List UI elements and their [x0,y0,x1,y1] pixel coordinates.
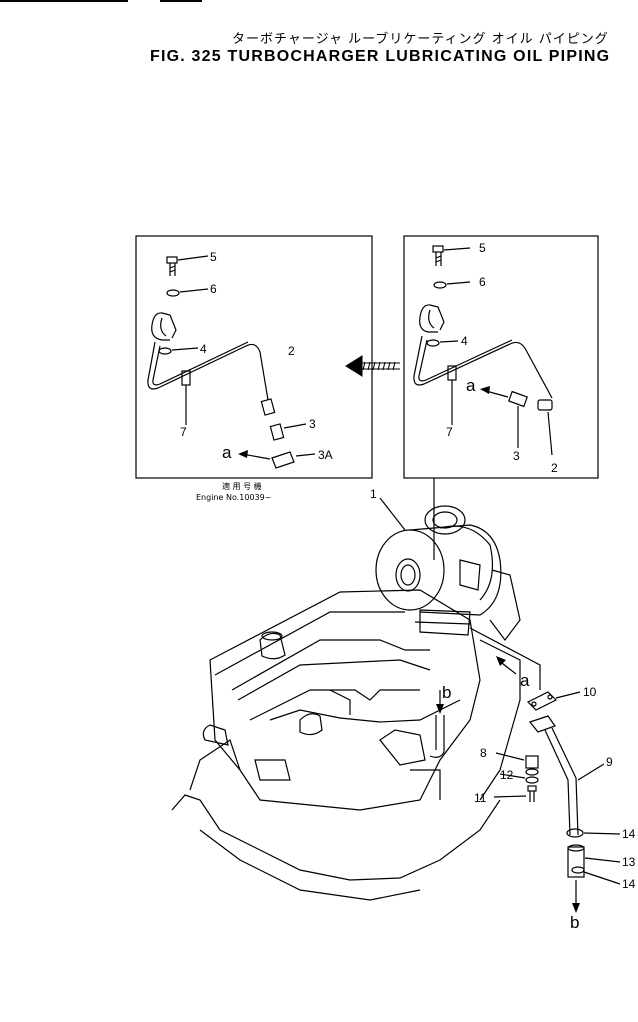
washer-12a [525,768,539,776]
label-part-11: 11 [474,791,487,805]
figure-title-japanese: ターボチャージャ ルーブリケーティング オイル パイピング [232,32,609,47]
applicability-note-jp: 適 用 号 機 [222,481,262,491]
label-part-4-left: 4 [200,342,207,356]
bolt-11 [527,785,537,802]
label-part-8: 8 [480,746,487,760]
gasket-10 [526,691,558,711]
inset-right-frame [403,235,599,479]
label-part-2-right: 2 [551,461,558,475]
label-part-7-right: 7 [446,425,453,439]
top-rule-left [0,0,128,2]
top-rule-right [160,0,202,2]
label-part-13: 13 [622,855,636,869]
label-part-2-left: 2 [288,344,295,358]
label-b-lower: b [570,913,579,932]
oil-pipe-9 [528,715,605,836]
label-a-main: a [520,671,530,690]
hose-13 [567,844,585,878]
label-part-5-right: 5 [479,241,486,255]
inset-left-drawing [147,255,316,469]
label-part-3-right: 3 [513,449,520,463]
leader-1 [379,497,406,531]
applicability-note-engine: Engine No.10039~ [196,493,271,502]
inset-left-frame [135,235,373,479]
label-part-9: 9 [606,755,613,769]
label-a-right: a [466,376,476,395]
label-b-upper: b [442,683,451,702]
oil-return-stub [429,715,445,758]
washer-12b [525,776,539,784]
label-part-3-left: 3 [309,417,316,431]
leader-a-10 [469,627,541,690]
label-part-14-lower: 14 [622,877,636,891]
label-part-5-left: 5 [210,250,217,264]
view-arrow [345,355,400,377]
label-part-14-upper: 14 [622,827,636,841]
turbocharger [375,505,521,641]
label-part-1: 1 [370,487,377,501]
label-part-10: 10 [583,685,597,699]
label-part-4-right: 4 [461,334,468,348]
engine-block [171,589,521,901]
label-part-6-right: 6 [479,275,486,289]
label-a-left: a [222,443,232,462]
inset-right-drawing [413,245,553,456]
label-part-6-left: 6 [210,282,217,296]
spacer-8 [525,755,539,769]
label-part-12: 12 [500,768,514,782]
figure-title: FIG. 325 TURBOCHARGER LUBRICATING OIL PI… [150,48,611,65]
clamp-14-upper [566,828,584,838]
label-part-3a: 3A [318,448,333,462]
label-part-7-left: 7 [180,425,187,439]
clamp-14-lower [571,866,585,874]
